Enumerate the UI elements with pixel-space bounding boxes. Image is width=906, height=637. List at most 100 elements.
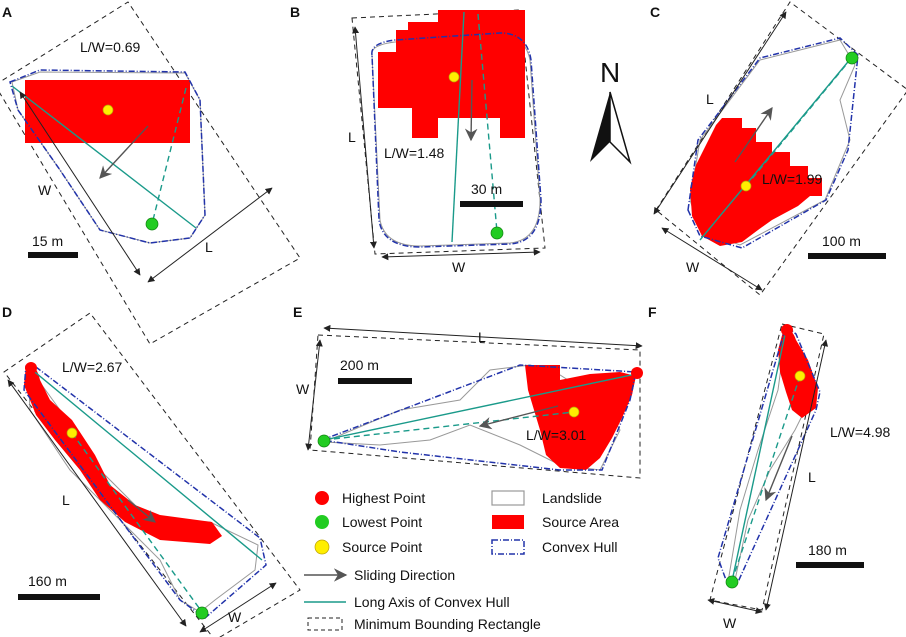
- long-axis: [323, 373, 637, 441]
- w-dimension-line: [305, 339, 323, 451]
- w-dimension-line: [381, 248, 541, 261]
- panel-d: D L/W=2.67 L W 160 m: [2, 304, 301, 637]
- source-point: [794, 370, 806, 382]
- scale-label: 160 m: [28, 573, 67, 589]
- l-dimension-line: [147, 187, 273, 283]
- highest-point: [25, 362, 37, 374]
- min-bounding-rectangle: [3, 312, 301, 637]
- l-dimension-line: [653, 11, 787, 215]
- legend-sliding-label: Sliding Direction: [354, 567, 455, 583]
- panel-c: C L/W=1.99 L W 100 m: [650, 1, 906, 296]
- l-label: L: [62, 492, 70, 508]
- legend-source-area-label: Source Area: [542, 514, 619, 530]
- lowest-point: [845, 51, 859, 65]
- ratio-label: L/W=2.67: [62, 359, 123, 375]
- w-dimension-line: [661, 227, 763, 291]
- l-label: L: [808, 469, 816, 485]
- scale-bar: [28, 252, 78, 258]
- scale-bar: [460, 201, 523, 207]
- panel-letter-d: D: [2, 304, 12, 320]
- highest-point: [781, 324, 793, 336]
- legend-mbr-label: Minimum Bounding Rectangle: [354, 616, 541, 632]
- source-to-lowest-line: [323, 411, 575, 441]
- panel-e: E L/W=3.01 L W 200 m: [293, 304, 643, 479]
- long-axis: [451, 11, 465, 243]
- scale-bar: [808, 253, 886, 259]
- lowest-point: [317, 434, 331, 448]
- legend-lowest-label: Lowest Point: [342, 514, 422, 530]
- lowest-point: [490, 226, 504, 240]
- legend-hull-label: Convex Hull: [542, 539, 617, 555]
- sliding-direction-arrow: [478, 405, 559, 430]
- l-dimension-line: [7, 379, 187, 627]
- legend-landslide-icon: [491, 490, 525, 506]
- scale-label: 30 m: [471, 181, 502, 197]
- legend-highest-icon: [315, 491, 329, 505]
- scale-label: 100 m: [822, 233, 861, 249]
- l-dimension-line: [323, 324, 643, 350]
- source-point: [448, 71, 460, 83]
- lowest-point: [145, 217, 159, 231]
- lowest-point: [195, 606, 209, 620]
- l-dimension-line: [352, 26, 377, 249]
- lowest-point: [725, 575, 739, 589]
- w-label: W: [452, 259, 466, 275]
- w-label: W: [723, 615, 737, 631]
- ratio-label: L/W=1.99: [762, 171, 823, 187]
- min-bounding-rectangle: [655, 1, 906, 296]
- north-arrow: N: [590, 57, 632, 165]
- legend-source-point-label: Source Point: [342, 539, 422, 555]
- convex-hull: [319, 364, 637, 471]
- scale-label: 200 m: [340, 357, 379, 373]
- north-label: N: [600, 57, 620, 88]
- highest-point: [631, 367, 643, 379]
- min-bounding-rectangle: [0, 1, 301, 345]
- l-label: L: [706, 91, 714, 107]
- north-arrow-left-half: [590, 92, 610, 162]
- legend-highest-label: Highest Point: [342, 490, 425, 506]
- panel-b: B L/W=1.48 L W 30 m: [290, 4, 546, 275]
- north-arrow-right-half: [609, 91, 632, 165]
- scale-bar: [796, 562, 864, 568]
- panel-letter-a: A: [2, 4, 12, 20]
- sliding-direction-arrow: [464, 79, 478, 142]
- panel-letter-f: F: [648, 304, 657, 320]
- scale-bar: [338, 378, 412, 384]
- source-area: [525, 365, 636, 470]
- legend-mbr-icon: [307, 617, 343, 631]
- w-label: W: [228, 609, 242, 625]
- ratio-label: L/W=4.98: [830, 424, 891, 440]
- scale-bar: [18, 594, 100, 600]
- legend-source-area-icon: [492, 515, 524, 529]
- convex-hull: [371, 32, 542, 248]
- ratio-label: L/W=0.69: [80, 39, 141, 55]
- panel-letter-e: E: [293, 304, 302, 320]
- source-point: [740, 180, 752, 192]
- panel-letter-b: B: [290, 4, 300, 20]
- source-to-lowest-line: [151, 87, 187, 225]
- legend-long-axis-label: Long Axis of Convex Hull: [354, 594, 510, 610]
- legend-hull-icon: [491, 539, 525, 555]
- legend-landslide-label: Landslide: [542, 490, 602, 506]
- w-label: W: [686, 259, 700, 275]
- scale-label: 15 m: [32, 233, 63, 249]
- w-label: W: [38, 182, 52, 198]
- landslide-outline: [323, 364, 621, 471]
- l-dimension-line: [763, 339, 829, 611]
- legend: Highest Point Lowest Point Source Point …: [304, 490, 619, 632]
- source-area: [24, 364, 222, 544]
- panel-f: F L/W=4.98 L W 180 m: [648, 304, 891, 631]
- w-dimension-line: [707, 597, 763, 615]
- w-dimension-line: [199, 582, 277, 633]
- source-to-lowest-line: [477, 13, 498, 233]
- l-label: L: [478, 329, 486, 345]
- source-to-lowest-line: [745, 59, 851, 187]
- ratio-label: L/W=3.01: [526, 427, 587, 443]
- long-axis: [731, 329, 787, 582]
- source-point: [568, 406, 580, 418]
- l-label: L: [348, 129, 356, 145]
- legend-lowest-icon: [315, 515, 329, 529]
- source-point: [102, 104, 114, 116]
- l-label: L: [205, 239, 213, 255]
